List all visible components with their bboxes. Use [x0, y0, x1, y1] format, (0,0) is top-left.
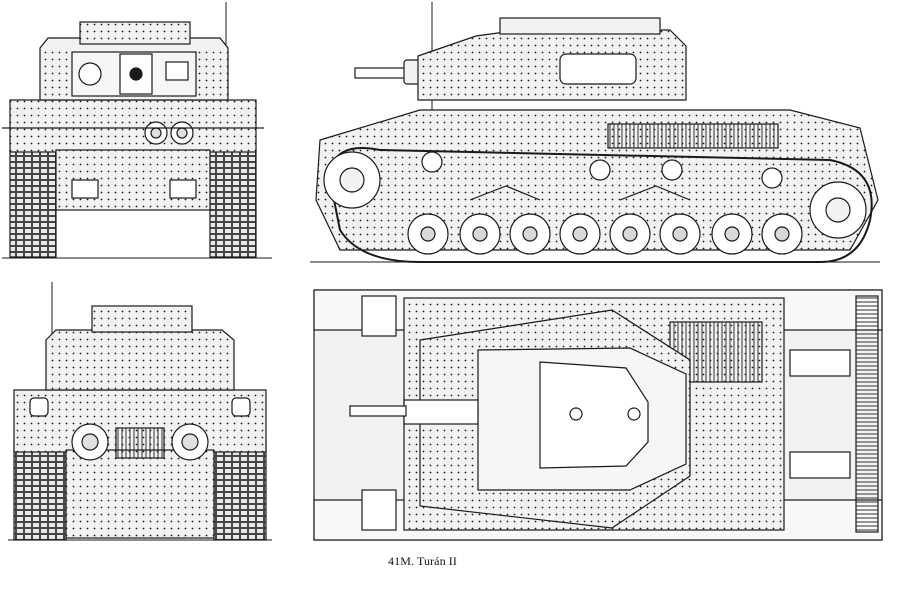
top-view [313, 289, 883, 541]
front-view [2, 2, 272, 259]
side-view [310, 2, 880, 263]
drawing-caption: 41M. Turán II [388, 554, 457, 568]
rear-view [8, 282, 272, 541]
